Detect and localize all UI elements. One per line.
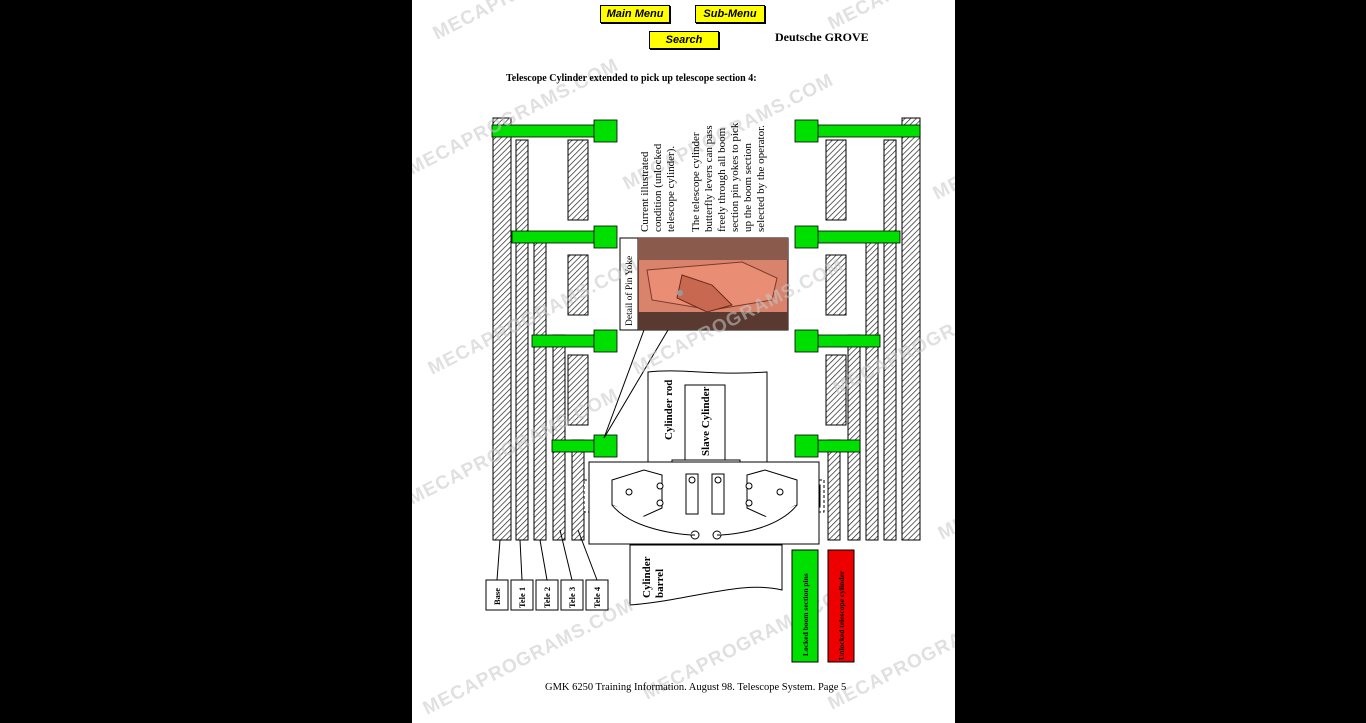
page-heading: Telescope Cylinder extended to pick up t… <box>506 73 757 84</box>
watermark: MECAPROGRAMS.COM <box>935 420 955 545</box>
section-label: Tele 1 <box>517 587 527 608</box>
note-line: telescope cylinder). <box>665 146 677 232</box>
section-label: Tele 3 <box>567 587 577 608</box>
manual-page: MECAPROGRAMS.COM MECAPROGRAMS.COM MECAPR… <box>412 0 955 723</box>
sub-menu-button[interactable]: Sub-Menu <box>695 5 765 23</box>
slave-cylinder-label: Slave Cylinder <box>700 387 712 456</box>
section-label: Tele 4 <box>592 586 602 608</box>
cylinder-barrel-label: Cylinder <box>641 556 653 598</box>
telescope-diagram: MECAPROGRAMS.COM MECAPROGRAMS.COM MECAPR… <box>412 0 955 720</box>
legend-locked: Locked boom section pins <box>801 573 810 656</box>
note-line: Current illustrated <box>639 151 651 232</box>
right-boom-walls <box>825 117 921 541</box>
pin-yoke-photo <box>637 237 789 331</box>
note-line: freely through all boom <box>716 127 728 232</box>
cylinder-barrel <box>629 544 783 606</box>
note-line: selected by the operator. <box>755 125 767 232</box>
note-line: up the boom section <box>742 143 754 232</box>
slave-cylinder <box>684 384 726 464</box>
left-boom-walls <box>492 117 589 541</box>
left-locked-pins <box>491 119 618 458</box>
photo-caption: Detail of Pin Yoke <box>624 256 635 326</box>
watermark: MECAPROGRAMS.COM <box>420 595 638 720</box>
search-button[interactable]: Search <box>649 31 719 49</box>
right-locked-pins <box>794 119 921 458</box>
note-line: The telescope cylinder <box>690 132 702 232</box>
section-label: Tele 2 <box>542 587 552 608</box>
legend: Locked boom section pins Unlocked telesc… <box>791 549 855 663</box>
note-line: butterfly levers can pass <box>703 125 715 232</box>
note-line: condition (unlocked <box>652 143 664 232</box>
section-label: Base <box>492 588 502 605</box>
cylinder-barrel-label: barrel <box>654 569 666 598</box>
watermark: MECAPROGRAMS.COM <box>930 80 955 205</box>
brand-title: Deutsche GROVE <box>775 30 869 44</box>
page-footer: GMK 6250 Training Information. August 98… <box>545 682 847 693</box>
butterfly-levers-note: The telescope cylinder butterfly levers … <box>690 122 767 232</box>
section-labels: Base Tele 1 Tele 2 Tele 3 Tele 4 <box>485 579 609 611</box>
section-pointer-lines <box>496 529 598 581</box>
main-menu-button[interactable]: Main Menu <box>600 5 670 23</box>
cylinder-rod-label: Cylinder rod <box>663 380 675 440</box>
note-line: section pin yokes to pick <box>729 122 741 232</box>
cylinder-head <box>588 461 820 545</box>
current-condition-note: Current illustrated condition (unlocked … <box>639 143 677 232</box>
legend-unlocked: Unlocked telescope cylinder <box>837 570 846 660</box>
